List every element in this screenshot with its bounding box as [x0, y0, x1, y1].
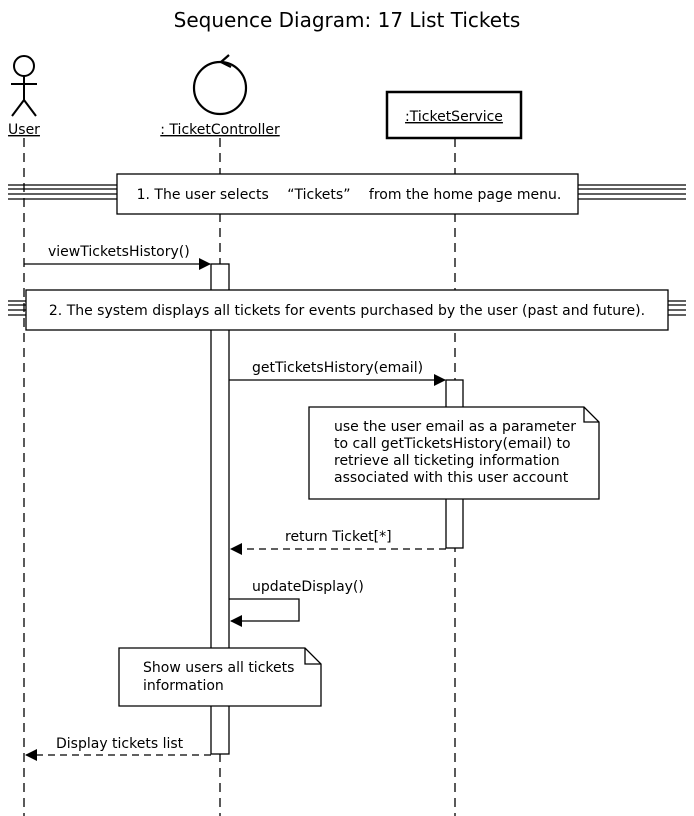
controller-control-icon — [192, 54, 248, 116]
service-note-line-2: to call getTicketsHistory(email) to — [334, 436, 571, 452]
user-participant-label: User — [8, 122, 40, 138]
service-note-line-4: associated with this user account — [334, 470, 569, 486]
step1-text: 1. The user selects “Tickets” from the h… — [137, 187, 562, 203]
step1-box — [116, 173, 579, 215]
service-note-box — [308, 406, 600, 500]
return-ticket-message-label: return Ticket[*] — [285, 529, 392, 545]
update-display-arrow — [229, 598, 300, 627]
controller-activation-bar — [210, 263, 230, 755]
step1-separator — [8, 184, 686, 200]
display-note-line-2: information — [143, 678, 224, 694]
display-tickets-list-message-label: Display tickets list — [56, 736, 184, 752]
display-note-line-1: Show users all tickets — [143, 660, 294, 676]
update-display-message-label: updateDisplay() — [252, 579, 364, 595]
service-participant-label: :TicketService — [405, 109, 503, 125]
step2-separator — [8, 300, 686, 316]
service-participant-box — [385, 90, 523, 140]
user-actor-icon — [11, 55, 37, 117]
service-note-line-3: retrieve all ticketing information — [334, 453, 560, 469]
step2-box — [25, 289, 669, 331]
display-note-fold — [304, 648, 321, 665]
view-tickets-history-message-label: viewTicketsHistory() — [48, 244, 190, 260]
controller-participant-label: : TicketController — [160, 122, 280, 138]
service-note-fold — [583, 407, 599, 423]
service-note-line-1: use the user email as a parameter — [334, 419, 576, 435]
get-tickets-history-message-label: getTicketsHistory(email) — [252, 360, 423, 376]
display-note-box — [118, 647, 322, 707]
step2-text: 2. The system displays all tickets for e… — [49, 303, 645, 319]
diagram-title: Sequence Diagram: 17 List Tickets — [174, 8, 521, 32]
